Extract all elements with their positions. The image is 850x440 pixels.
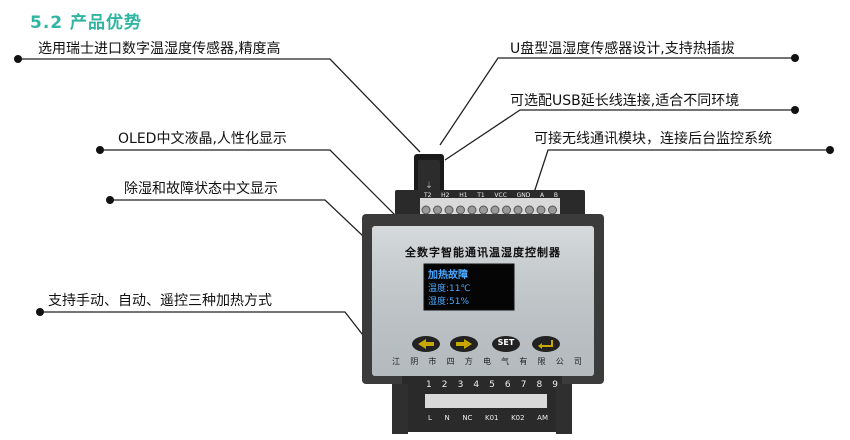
bottom-terminal-number: 5	[489, 380, 495, 390]
leader-dot	[14, 55, 22, 63]
bottom-terminal-label: AM	[537, 414, 548, 422]
top-terminal-label: T2	[424, 192, 432, 199]
terminal-screw	[536, 205, 546, 215]
leader-dot	[791, 54, 799, 62]
bottom-terminal-number: 8	[536, 380, 543, 390]
screen-line-status: 加热故障	[428, 270, 468, 281]
top-terminal-labels: T2 H2 H1 T1 VCC GND A B	[424, 192, 558, 199]
maker-char: 阴	[410, 357, 419, 366]
feature-status-display: 除湿和故障状态中文显示	[124, 181, 278, 197]
oled-screen	[423, 263, 515, 311]
feature-sensor-import: 选用瑞士进口数字温湿度传感器,精度高	[38, 41, 281, 57]
panel-title: 全数字智能通讯温湿度控制器	[405, 246, 561, 259]
maker-char: 气	[501, 357, 510, 366]
feature-wireless: 可接无线通讯模块，连接后台监控系统	[534, 131, 772, 147]
screen-line-humidity: 湿度:51%	[428, 297, 470, 307]
top-terminal-label: T1	[477, 192, 485, 199]
maker-char: 电	[482, 357, 491, 366]
feature-usb-sensor: U盘型温湿度传感器设计,支持热插拔	[510, 41, 735, 57]
terminal-screw	[456, 205, 465, 215]
left-arrow-button	[412, 336, 440, 352]
top-terminal-label: H2	[441, 192, 450, 199]
top-terminal-label: H1	[459, 192, 468, 199]
maker-char: 限	[537, 357, 546, 366]
terminal-screw	[490, 205, 500, 215]
set-button	[492, 336, 520, 352]
maker-char: 司	[573, 357, 582, 366]
leader-line-heating-modes	[40, 311, 391, 371]
bottom-terminal-number: 2	[441, 380, 448, 390]
bottom-terminal-labels: L N NC K01 K02 AM	[428, 414, 548, 422]
bottom-terminal-label: K01	[485, 414, 499, 422]
maker-char: 四	[446, 357, 455, 366]
feature-usb-extension: 可选配USB延长线连接,适合不同环境	[510, 93, 740, 109]
maker-char: 方	[464, 357, 473, 366]
bottom-terminal-block	[392, 376, 572, 434]
terminal-screw	[548, 205, 557, 215]
bottom-terminal-number: 1	[426, 380, 432, 390]
leader-line-oled	[100, 149, 413, 233]
leader-dot	[106, 196, 114, 204]
terminal-screw	[421, 205, 431, 215]
svg-text:⇣: ⇣	[425, 181, 433, 191]
bottom-terminal-number: 6	[504, 380, 511, 390]
bottom-terminal-label: NC	[462, 414, 473, 422]
enter-button	[532, 336, 560, 352]
bottom-terminal-number: 7	[520, 380, 527, 390]
feature-heating-modes: 支持手动、自动、遥控三种加热方式	[48, 293, 272, 309]
bottom-terminal-number: 9	[552, 380, 558, 390]
leader-line-wireless	[529, 149, 830, 206]
bottom-terminal-number: 3	[457, 380, 464, 390]
maker-char: 有	[519, 357, 528, 366]
leader-line-usb-sensor	[439, 57, 795, 146]
bottom-terminal-label: L	[428, 414, 432, 422]
top-terminal-label: GND	[516, 192, 531, 199]
terminal-screw	[444, 205, 454, 215]
section-title: 5.2 产品优势	[30, 13, 143, 33]
top-terminal-label: B	[553, 192, 558, 199]
bottom-terminal-number: 4	[473, 380, 480, 390]
leader-line-usb-extension	[444, 109, 795, 161]
right-arrow-button	[450, 336, 478, 352]
terminal-screw	[502, 205, 511, 215]
terminal-screw	[479, 205, 488, 215]
terminal-screw	[433, 205, 442, 215]
bottom-terminal-label: N	[444, 414, 450, 422]
top-terminal-label: A	[540, 192, 545, 199]
leader-dot	[791, 106, 799, 114]
terminal-screw	[467, 205, 477, 215]
set-button-label: SET	[497, 338, 515, 347]
maker-char: 市	[428, 357, 437, 366]
top-terminal-label: VCC	[494, 192, 507, 199]
terminal-screw	[513, 205, 523, 215]
screen-line-temperature: 温度:11℃	[428, 284, 471, 294]
leader-dot	[96, 146, 104, 154]
maker-label: 江 阴市四方电 气有限公司	[392, 356, 582, 367]
leader-line-sensor-import	[18, 58, 421, 153]
feature-oled: OLED中文液晶,人性化显示	[118, 131, 287, 147]
maker-char: 江	[392, 357, 400, 366]
leader-dot	[826, 146, 834, 154]
terminal-screw	[525, 205, 534, 215]
maker-char: 公	[555, 357, 564, 366]
bottom-terminal-label: K02	[511, 414, 525, 422]
leader-dot	[36, 308, 44, 316]
panel-buttons	[412, 336, 560, 352]
